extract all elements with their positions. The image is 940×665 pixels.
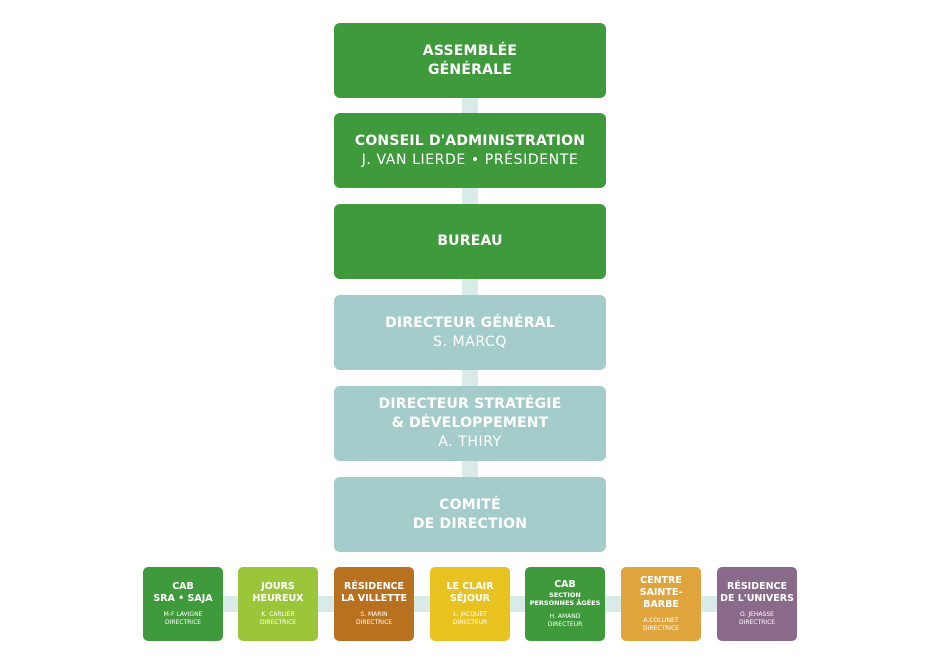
entity-title-line1: JOURS: [261, 581, 295, 592]
box-assemblee-generale[interactable]: ASSEMBLÉE GÉNÉRALE: [334, 23, 606, 98]
entity-role: DIRECTEUR: [547, 621, 583, 628]
box-title-line2: GÉNÉRALE: [427, 61, 513, 78]
entity-person: O. JEHASSE: [740, 611, 774, 618]
entity-title-line2: HEUREUX: [252, 593, 304, 604]
box-title-line1: CONSEIL D'ADMINISTRATION: [354, 132, 586, 149]
entity-role: DIRECTRICE: [738, 619, 776, 626]
entity-cab-personnes-agees[interactable]: CAB SECTION PERSONNES ÂGÉES H. AMAND DIR…: [525, 567, 605, 641]
box-title-line1: BUREAU: [437, 233, 503, 249]
box-subtitle: J. VAN LIERDE • PRÉSIDENTE: [361, 151, 579, 168]
entity-role: DIRECTRICE: [642, 625, 680, 632]
entity-role: DIRECTRICE: [259, 619, 297, 626]
box-title-line2: DE DIRECTION: [412, 515, 528, 532]
box-title-line2: & DÉVELOPPEMENT: [391, 415, 549, 431]
entity-residence-de-l-univers[interactable]: RÉSIDENCE DE L'UNIVERS O. JEHASSE DIRECT…: [717, 567, 797, 641]
entity-person: A.COLLINET: [643, 617, 679, 624]
entity-person: K. CARLIER: [261, 611, 295, 618]
entity-title-line2: SAINTE-BARBE: [639, 587, 683, 610]
entity-title-line1: RÉSIDENCE: [344, 581, 404, 592]
box-comite-direction[interactable]: COMITÉ DE DIRECTION: [334, 477, 606, 552]
entity-title-line2: LA VILLETTE: [341, 593, 407, 604]
entity-title-line2: SRA • SAJA: [153, 593, 213, 604]
box-directeur-strategie[interactable]: DIRECTEUR STRATÉGIE & DÉVELOPPEMENT A. T…: [334, 386, 606, 461]
entity-title-line1: RÉSIDENCE: [727, 581, 787, 592]
entity-title-line2: DE L'UNIVERS: [720, 593, 794, 604]
box-bureau[interactable]: BUREAU: [334, 204, 606, 279]
entity-role: DIRECTRICE: [355, 619, 393, 626]
entity-cab-sra-saja[interactable]: CAB SRA • SAJA M-F LAVIGNE DIRECTRICE: [143, 567, 223, 641]
entity-person: M-F LAVIGNE: [163, 611, 203, 618]
entity-person: L. JACQUET: [453, 611, 487, 618]
box-conseil-administration[interactable]: CONSEIL D'ADMINISTRATION J. VAN LIERDE •…: [334, 113, 606, 188]
entity-title-line1: CENTRE: [640, 575, 682, 586]
entity-jours-heureux[interactable]: JOURS HEUREUX K. CARLIER DIRECTRICE: [238, 567, 318, 641]
box-subtitle: A. THIRY: [438, 434, 502, 450]
entity-person: S. MARIN: [360, 611, 388, 618]
entity-centre-sainte-barbe[interactable]: CENTRE SAINTE-BARBE A.COLLINET DIRECTRIC…: [621, 567, 701, 641]
entity-residence-la-villette[interactable]: RÉSIDENCE LA VILLETTE S. MARIN DIRECTRIC…: [334, 567, 414, 641]
box-title-line1: COMITÉ: [439, 496, 501, 513]
entity-title-line1: LE CLAIR: [446, 581, 494, 592]
box-title-line1: DIRECTEUR GÉNÉRAL: [385, 314, 555, 331]
entity-title-line1: CAB: [172, 581, 194, 592]
entity-role: DIRECTRICE: [164, 619, 202, 626]
entity-le-clair-sejour[interactable]: LE CLAIR SÉJOUR L. JACQUET DIRECTEUR: [430, 567, 510, 641]
entity-title-line1: CAB: [554, 579, 576, 590]
box-title-line1: ASSEMBLÉE: [422, 42, 518, 59]
box-subtitle: S. MARCQ: [432, 333, 508, 350]
entity-title-line2: SÉJOUR: [450, 593, 490, 604]
box-title-line1: DIRECTEUR STRATÉGIE: [378, 396, 562, 412]
entity-role: DIRECTEUR: [452, 619, 488, 626]
entity-subtitle: SECTION PERSONNES ÂGÉES: [529, 591, 601, 607]
box-directeur-general[interactable]: DIRECTEUR GÉNÉRAL S. MARCQ: [334, 295, 606, 370]
entity-person: H. AMAND: [549, 613, 581, 620]
